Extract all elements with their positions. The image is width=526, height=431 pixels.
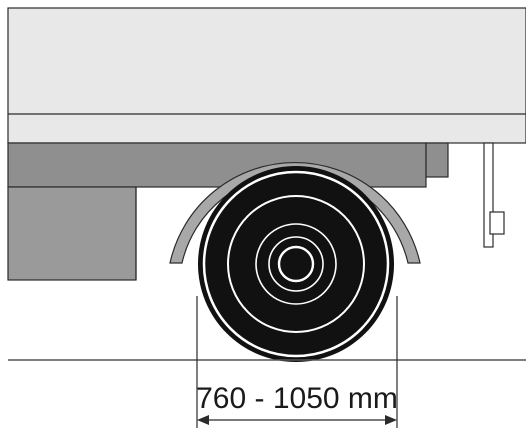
chassis-bracket <box>425 142 449 178</box>
dimension-arrow-left <box>197 415 209 425</box>
cargo-box <box>7 7 526 144</box>
hub-ring-large <box>227 195 365 333</box>
tire <box>198 166 394 362</box>
hub-ring-small <box>268 236 324 292</box>
chassis-frame <box>7 142 427 188</box>
tire-rim-ring-outer <box>202 170 390 358</box>
hub-ring-medium <box>255 223 337 305</box>
dimension-label: 760 - 1050 mm <box>196 382 398 415</box>
mud-flap-bracket <box>483 142 494 248</box>
dimension-arrow-right <box>385 415 397 425</box>
hub-center <box>277 245 315 283</box>
mud-flap-tab <box>489 211 505 235</box>
side-tank <box>7 186 137 281</box>
